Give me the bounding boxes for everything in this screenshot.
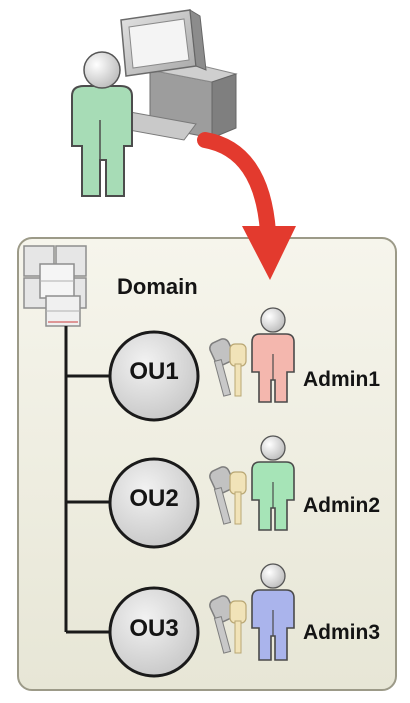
domain-label: Domain (117, 274, 198, 299)
admin1-label: Admin1 (303, 368, 381, 391)
ou1-circle (108, 330, 200, 422)
ou1-key-icon (209, 338, 247, 397)
ou-tree-lines (64, 326, 110, 634)
ou2-label: OU2 (129, 485, 179, 512)
ou1-label: OU1 (129, 358, 179, 385)
admin2-user-icon (251, 435, 295, 531)
delegation-arrow (197, 132, 296, 280)
ou2-key-icon (209, 466, 247, 525)
ou2-circle (108, 457, 200, 549)
user-at-computer-icon (71, 51, 133, 197)
ou3-key-icon (209, 595, 247, 654)
computer-icon (117, 9, 238, 141)
domain-server-icon (23, 245, 87, 327)
ou3-circle (108, 586, 200, 678)
domain-panel (17, 237, 397, 691)
admin2-label: Admin2 (303, 494, 381, 517)
admin1-user-icon (251, 307, 295, 403)
admin3-user-icon (251, 563, 295, 661)
ou3-label: OU3 (129, 615, 179, 642)
admin3-label: Admin3 (303, 621, 381, 644)
